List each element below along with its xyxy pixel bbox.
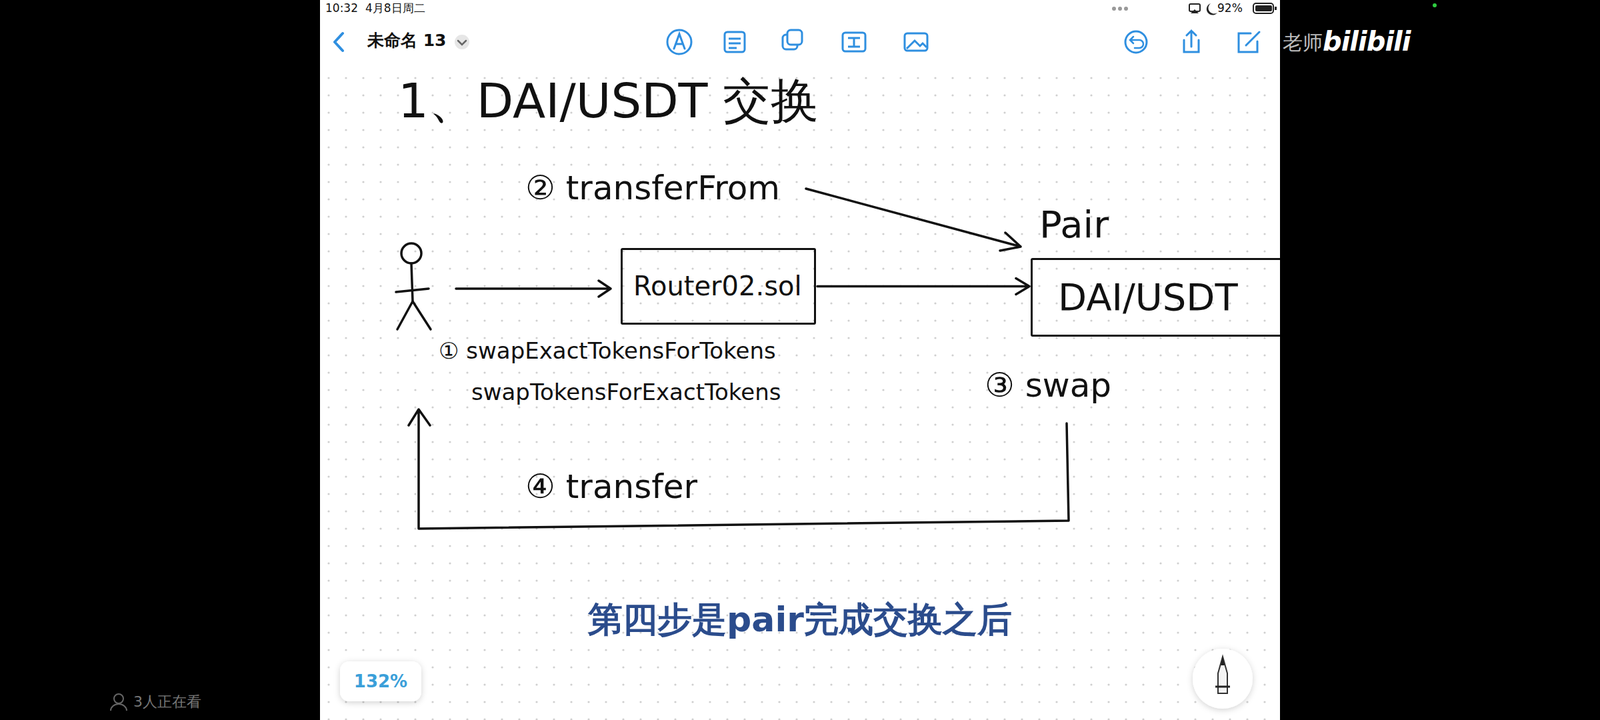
flow-arrow bbox=[817, 278, 1030, 295]
diagram-title-box: 1、DAI/USDT 交换 bbox=[398, 72, 819, 130]
status-date: 4月8日周二 bbox=[365, 1, 426, 15]
diagram-title: 1、DAI/USDT 交换 bbox=[398, 72, 819, 129]
box-heading: Pair bbox=[1039, 202, 1109, 247]
step-label: ② transferFrom bbox=[525, 168, 780, 208]
function-name-box: swapTokensForExactTokens bbox=[471, 378, 781, 406]
video-subtitle-box: 第四步是pair完成交换之后 bbox=[320, 598, 1280, 640]
document-title: 未命名 13 bbox=[367, 30, 447, 50]
zoom-level-box: 132% bbox=[340, 661, 422, 702]
step-label-box: ④ transfer bbox=[525, 466, 698, 507]
status-time-box: 10:32 bbox=[325, 1, 358, 15]
function-name-box: ① swapExactTokensForTokens bbox=[438, 337, 776, 365]
watermark-text-box: 老师 bbox=[1282, 30, 1323, 55]
step-label-box: ③ swap bbox=[984, 365, 1112, 406]
battery-level: 92% bbox=[1217, 1, 1243, 15]
box-text: Router02.sol bbox=[633, 270, 802, 302]
step-label-box: ② transferFrom bbox=[525, 168, 780, 208]
watermark-text: 老师 bbox=[1282, 30, 1323, 54]
function-name: ① swapExactTokensForTokens bbox=[438, 337, 776, 364]
status-time: 10:32 bbox=[325, 1, 358, 15]
status-date-box: 4月8日周二 bbox=[365, 1, 426, 15]
viewer-count-box: 3人正在看 bbox=[133, 693, 202, 711]
bilibili-logo: bilibili bbox=[1322, 26, 1411, 57]
notes-screen: 1、DAI/USDT 交换第四步是pair完成交换之后 10:32 4月8日周二 92… bbox=[320, 0, 1280, 720]
step-label: ④ transfer bbox=[525, 467, 698, 506]
pair-box: PairDAI/USDT bbox=[1030, 258, 1280, 337]
zoom-level: 132% bbox=[354, 671, 408, 692]
viewer-count: 3人正在看 bbox=[133, 693, 202, 710]
document-title-box: 未命名 13 bbox=[367, 30, 447, 51]
bilibili-logo-box: bilibili bbox=[1322, 25, 1411, 58]
video-subtitle: 第四步是pair完成交换之后 bbox=[588, 599, 1012, 640]
step-label: ③ swap bbox=[984, 366, 1112, 405]
battery-level-box: 92% bbox=[1217, 1, 1243, 15]
function-name: swapTokensForExactTokens bbox=[471, 378, 781, 406]
box-text: DAI/USDT bbox=[1058, 274, 1238, 320]
contract-box: Router02.sol bbox=[620, 248, 816, 325]
